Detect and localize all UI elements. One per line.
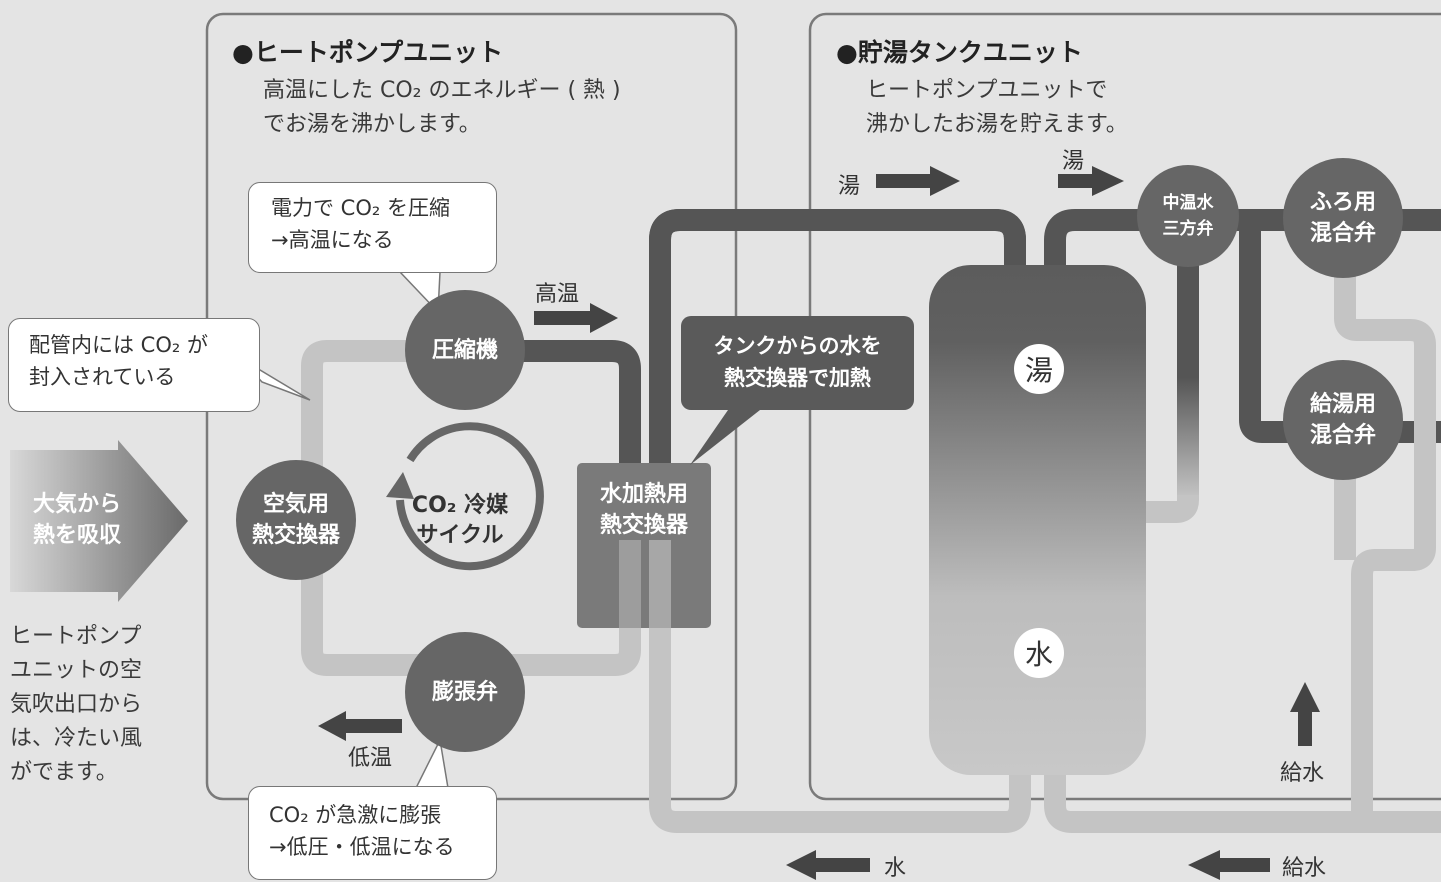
cycle-arrowhead <box>386 472 414 499</box>
arrow-supply-up <box>1290 682 1320 746</box>
supply-pipe-bottom <box>1044 740 1441 833</box>
hot-pipe-top-solid <box>649 209 1026 470</box>
tank-water-badge: 水 <box>1014 628 1064 678</box>
tank-to-valve-pipe <box>1044 209 1441 270</box>
label-hot-2: 湯 <box>1062 149 1085 174</box>
refrigerant-pipe-return <box>455 580 641 676</box>
bubble-expand: CO₂ が急激に膨張 →低圧・低温になる <box>248 786 497 880</box>
bath-mixing-valve: ふろ用 混合弁 <box>1283 158 1403 278</box>
label-low-temp: 低温 <box>348 746 393 771</box>
arrow-hot-2 <box>1058 166 1124 196</box>
supply-branch-pipe <box>1239 220 1441 443</box>
air-absorb-arrow <box>10 440 188 602</box>
label-water-bottom: 水 <box>884 856 907 881</box>
tank-hot-badge: 湯 <box>1014 344 1064 394</box>
bubble-compress: 電力で CO₂ を圧縮 →高温になる <box>248 182 497 273</box>
cycle-circle <box>396 422 544 571</box>
heat-pump-unit-desc-1: 高温にした CO₂ のエネルギー ( 熱 ) <box>263 78 621 103</box>
cold-air-note-2: ユニットの空 <box>10 658 143 683</box>
storage-tank <box>929 265 1146 775</box>
cold-air-note-3: 気吹出口から <box>10 692 143 717</box>
mid-temp-three-way-valve: 中温水 三方弁 <box>1137 165 1239 267</box>
arrow-water-left <box>786 850 870 880</box>
label-supply-bottom: 給水 <box>1282 856 1327 881</box>
air-absorb-label: 大気から 熱を吸収 <box>32 492 121 548</box>
water-heat-exchanger-label: 水加熱用 熱交換器 <box>599 482 688 538</box>
mid-valve-return <box>1140 495 1199 523</box>
air-heat-exchanger: 空気用 熱交換器 <box>236 460 356 580</box>
cold-mix-pipe-bath <box>1334 260 1436 822</box>
label-hot-1: 湯 <box>838 174 861 199</box>
cold-air-note-5: がでます。 <box>10 760 118 785</box>
water-heat-exchanger-box <box>577 463 711 628</box>
mid-valve-pipe <box>1177 230 1199 498</box>
arrow-low-temp <box>318 711 402 741</box>
refrigerant-pipe-hot <box>455 340 641 470</box>
tank-unit-desc-1: ヒートポンプユニットで <box>866 78 1108 103</box>
heat-pump-unit-title: ●ヒートポンプユニット <box>232 38 504 67</box>
expansion-valve: 膨張弁 <box>405 632 525 752</box>
cold-air-note-4: は、冷たい風 <box>10 726 143 751</box>
tank-unit-title: ●貯湯タンクユニット <box>836 38 1083 67</box>
cold-air-note-1: ヒートポンプ <box>10 624 142 649</box>
arrow-supply-left <box>1188 850 1270 880</box>
bubble-heat: タンクからの水を 熱交換器で加熱 <box>681 316 914 410</box>
arrow-hot-1 <box>876 166 960 196</box>
compressor: 圧縮機 <box>405 290 525 410</box>
bubble-pipe: 配管内には CO₂ が 封入されている <box>8 318 260 412</box>
hx-pipe-inner-left <box>619 540 641 628</box>
bubble-tail-heat <box>690 410 760 465</box>
heat-pump-unit-desc-2: でお湯を沸かします。 <box>263 112 481 137</box>
supply-mixing-valve: 給湯用 混合弁 <box>1283 360 1403 480</box>
label-supply-water-up: 給水 <box>1280 761 1325 786</box>
arrow-high-temp <box>534 303 618 333</box>
hx-pipe-inner-right <box>649 540 671 628</box>
tank-unit-desc-2: 沸かしたお湯を貯えます。 <box>866 112 1128 137</box>
label-high-temp: 高温 <box>535 282 580 307</box>
co2-cycle-label: CO₂ 冷媒 サイクル <box>411 493 509 548</box>
water-pipe-bottom <box>649 560 1031 833</box>
